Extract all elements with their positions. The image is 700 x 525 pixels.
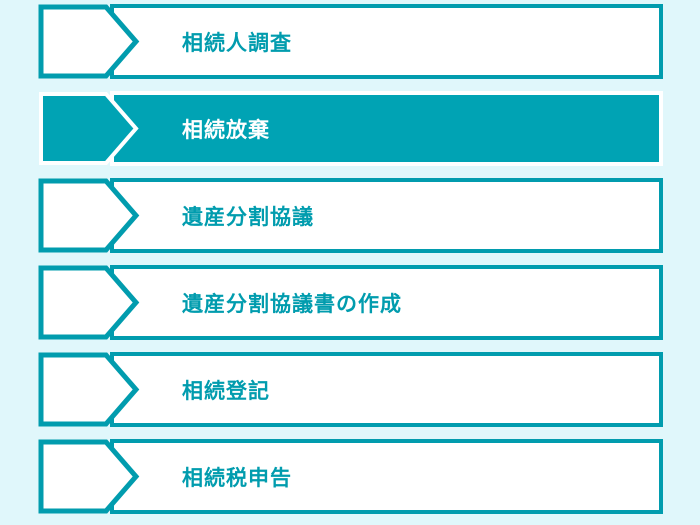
step-label: 遺産分割協議 <box>182 205 314 229</box>
step-bar: 遺産分割協議書の作成 <box>110 265 663 340</box>
flow-step-4: 遺産分割協議書の作成 <box>38 265 663 340</box>
step-label: 相続登記 <box>182 379 270 403</box>
chevron-arrow-icon <box>38 178 140 253</box>
chevron-arrow-icon <box>39 92 139 165</box>
step-label: 遺産分割協議書の作成 <box>182 292 402 316</box>
flow-step-1: 相続人調査 <box>38 4 663 79</box>
flow-step-3: 遺産分割協議 <box>38 178 663 253</box>
flow-step-6: 相続税申告 <box>38 439 663 514</box>
step-bar: 遺産分割協議 <box>110 178 663 253</box>
step-bar: 相続税申告 <box>110 439 663 514</box>
chevron-arrow-icon <box>38 4 140 79</box>
step-label: 相続税申告 <box>182 466 292 490</box>
chevron-arrow-icon <box>38 352 140 427</box>
step-bar: 相続人調査 <box>110 4 663 79</box>
flow-step-5: 相続登記 <box>38 352 663 427</box>
step-label: 相続放棄 <box>182 118 270 142</box>
chevron-arrow-icon <box>38 439 140 514</box>
step-label: 相続人調査 <box>182 31 292 55</box>
chevron-arrow-icon <box>38 265 140 340</box>
step-bar: 相続登記 <box>110 352 663 427</box>
step-bar: 相続放棄 <box>110 91 663 166</box>
flow-step-2: 相続放棄 <box>38 91 663 166</box>
